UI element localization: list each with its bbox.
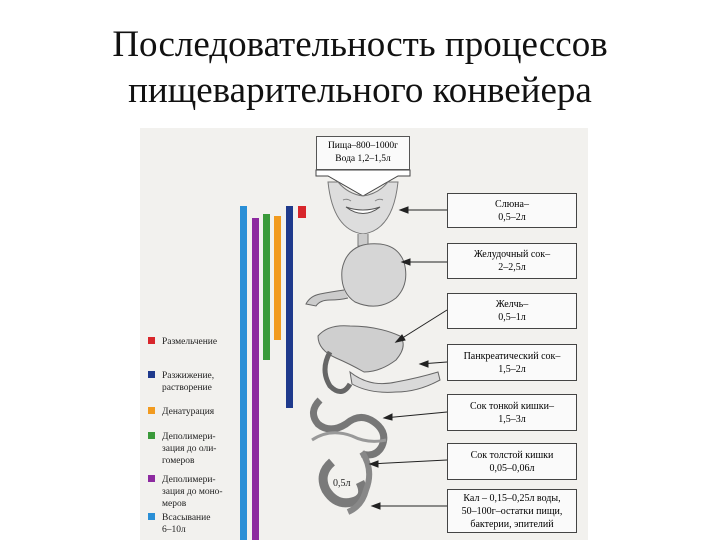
secretion-name: Желчь–	[495, 299, 529, 310]
legend-label: зация до моно-	[162, 487, 223, 497]
secretion-box-bile: Желчь– 0,5–1л	[447, 293, 577, 329]
small-intestine-icon	[310, 397, 388, 459]
secretion-name: Желудочный сок–	[473, 249, 551, 260]
secretion-box-pancreatic-juice: Панкреатический сок– 1,5–2л	[447, 344, 577, 381]
legend-label: меров	[162, 499, 187, 509]
food-intake-box: Пища–800–1000г Вода 1,2–1,5л	[316, 136, 410, 170]
output-box-feces: Кал – 0,15–0,25л воды, 50–100г–остатки п…	[447, 489, 577, 533]
bar-liquefaction	[286, 206, 293, 408]
bar-depolymerization-oligomers	[263, 214, 270, 360]
intake-water: Вода 1,2–1,5л	[335, 154, 391, 164]
legend-label: Разжижение,	[162, 371, 215, 381]
stomach-icon	[341, 243, 407, 307]
secretion-name: Слюна–	[495, 198, 529, 210]
secretion-name: Сок тонкой кишки–	[470, 400, 554, 412]
page-title: Последовательность процессов пищеварител…	[0, 22, 720, 114]
legend-label: 6–10л	[162, 525, 186, 535]
secretion-volume: 2–2,5л	[498, 262, 526, 273]
output-line-3: бактерии, эпителий	[470, 518, 554, 530]
bar-grinding	[298, 206, 306, 218]
secretion-box-small-intestine-juice: Сок тонкой кишки– 1,5–3л	[447, 394, 577, 431]
output-line-2: 50–100г–остатки пищи,	[461, 505, 563, 517]
legend-swatch	[148, 407, 155, 414]
title-line-2: пищеварительного конвейера	[128, 70, 592, 111]
legend-swatch	[148, 371, 155, 378]
secretion-volume: 0,05–0,06л	[489, 462, 535, 474]
bar-absorption	[240, 206, 247, 540]
bar-denaturation	[274, 216, 281, 340]
legend-label: растворение	[162, 383, 212, 393]
secretion-box-gastric-juice: Желудочный сок– 2–2,5л	[447, 243, 577, 279]
output-line-1: Кал – 0,15–0,25л воды,	[463, 492, 561, 504]
legend-label: Деполимери-	[162, 432, 216, 442]
secretion-volume: 0,5–2л	[498, 211, 526, 223]
connector-arrows	[368, 206, 448, 510]
secretion-box-saliva: Слюна– 0,5–2л	[447, 193, 577, 228]
title-line-1: Последовательность процессов	[112, 24, 608, 65]
mouth-icon	[327, 181, 399, 235]
liver-icon	[317, 325, 404, 373]
legend-label: гомеров	[162, 456, 195, 466]
legend-label: Деполимери-	[162, 475, 216, 485]
legend-swatch	[148, 475, 155, 482]
legend-label: Всасывание	[162, 513, 211, 523]
legend-label: Денатурация	[162, 407, 215, 417]
legend-swatch	[148, 337, 155, 344]
legend-label: Размельчение	[162, 337, 218, 347]
legend-swatch	[148, 432, 155, 439]
pancreas-icon	[349, 370, 441, 393]
legend-swatch	[148, 513, 155, 520]
secretion-box-large-intestine-juice: Сок толстой кишки 0,05–0,06л	[447, 443, 577, 480]
intake-arrow-icon	[315, 169, 411, 197]
intake-food: Пища–800–1000г	[327, 141, 399, 151]
bar-depolymerization-monomers	[252, 218, 259, 540]
secretion-volume: 1,5–2л	[498, 363, 526, 375]
secretion-volume: 0,5–1л	[498, 312, 526, 323]
secretion-volume: 1,5–3л	[498, 413, 526, 425]
legend-label: зация до оли-	[162, 444, 217, 454]
secretion-name: Панкреатический сок–	[463, 350, 561, 362]
secretion-name: Сок толстой кишки	[470, 449, 554, 461]
volume-label: 0,5л	[333, 478, 351, 489]
